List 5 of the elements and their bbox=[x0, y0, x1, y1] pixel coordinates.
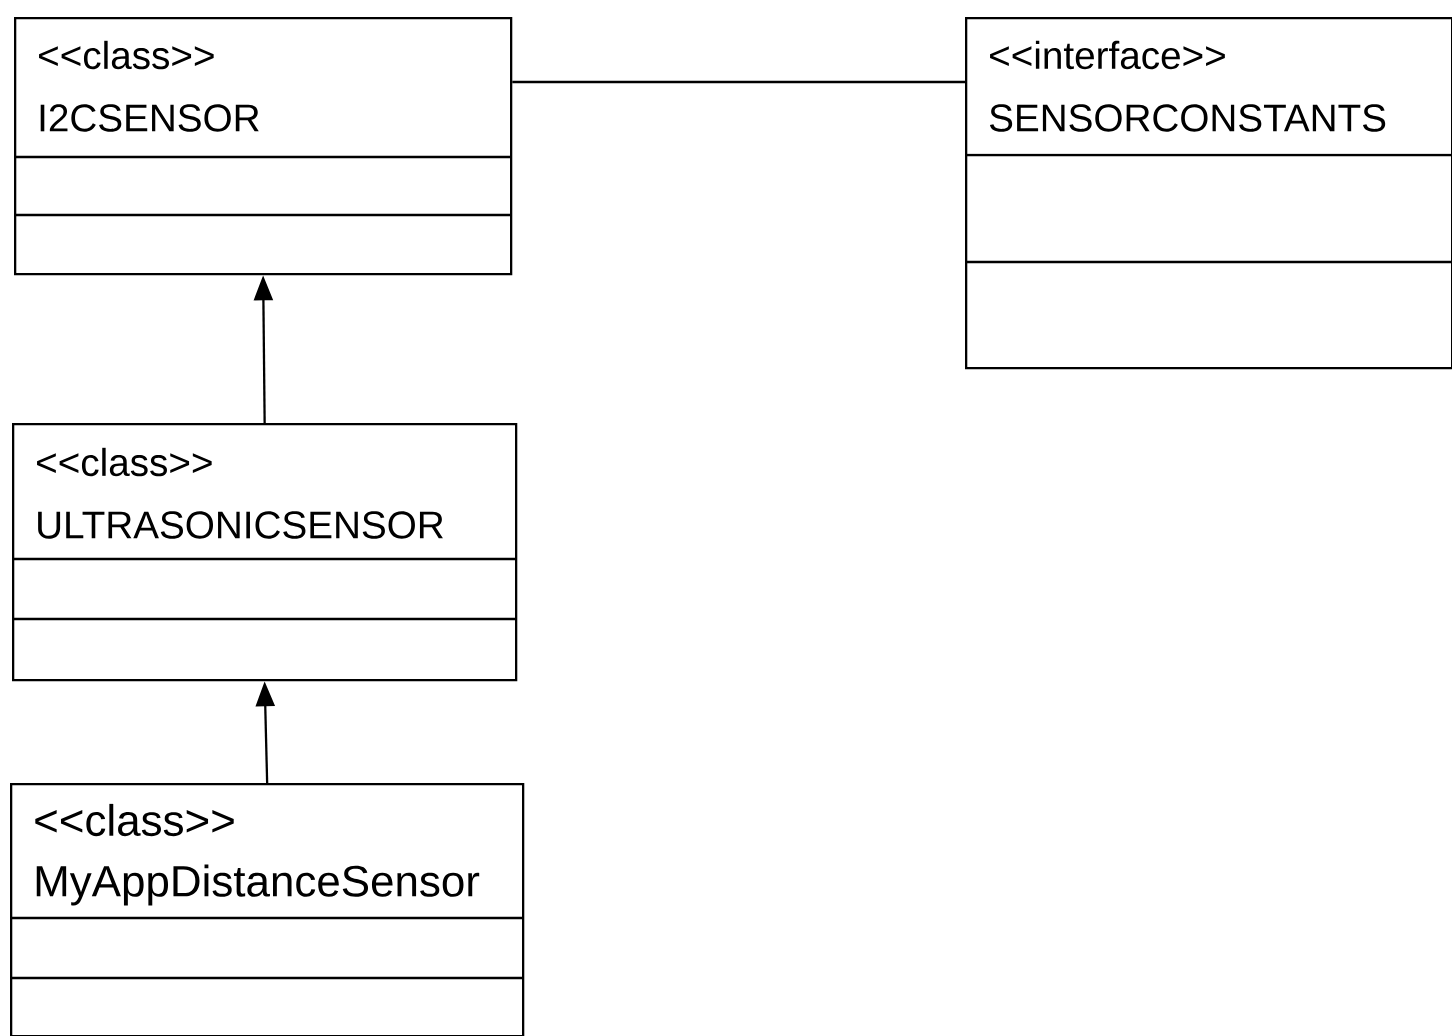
class-box: <<class>> MyAppDistanceSensor bbox=[10, 783, 525, 1036]
class-box: <<class>> I2CSENSOR bbox=[14, 17, 513, 276]
connector-line bbox=[512, 80, 965, 84]
class-box: <<interface>> SENSORCONSTANTS bbox=[965, 17, 1452, 370]
class-box: <<class>> ULTRASONICSENSOR bbox=[12, 423, 518, 682]
